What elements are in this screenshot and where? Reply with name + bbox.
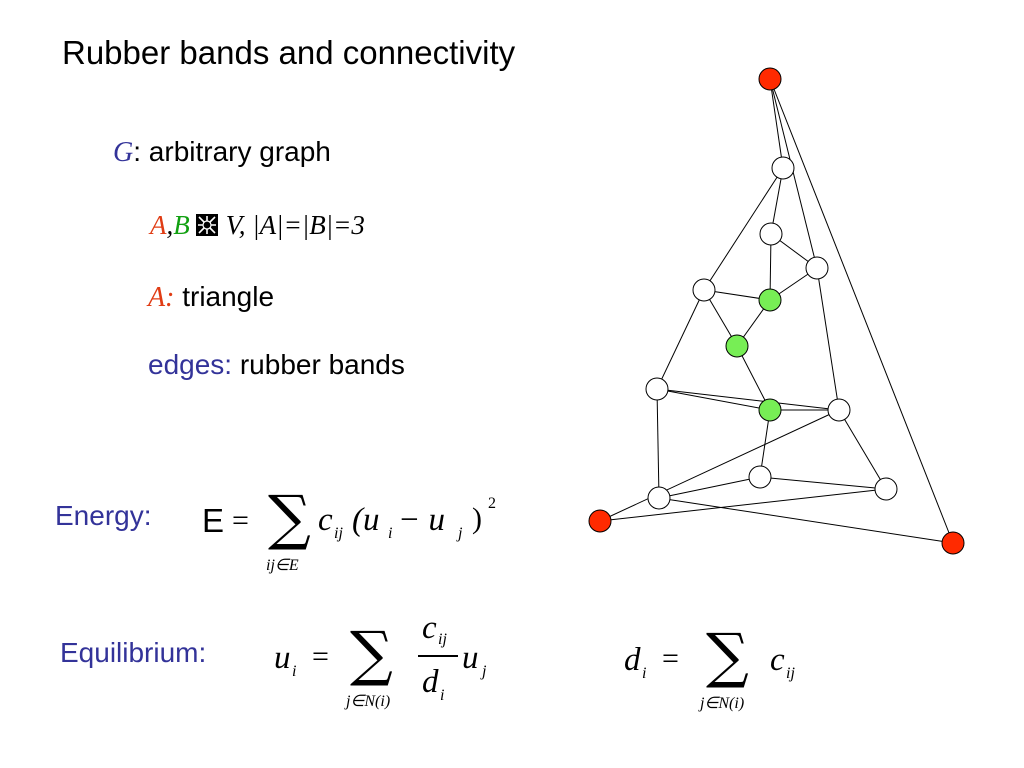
energy-exponent: 2 — [488, 495, 496, 512]
energy-equals: = — [232, 504, 249, 537]
graph-edge — [599, 409, 840, 522]
degree-c: c — [770, 642, 785, 678]
equil-u-sub: i — [292, 663, 297, 680]
energy-sigma: ∑ — [268, 483, 311, 553]
equilibrium-label: Equilibrium: — [60, 637, 207, 668]
graph-node-left — [588, 509, 612, 533]
degree-formula: d i = ∑ j∈N(i) c ij — [620, 626, 820, 721]
graph-edge — [769, 78, 818, 269]
subset-symbol-icon — [195, 214, 218, 236]
graph-node-n3 — [692, 278, 716, 302]
equilibrium-formula: u i = ∑ j∈N(i) c ij d i u j — [270, 608, 520, 718]
degree-c-sub: ij — [786, 665, 795, 682]
a-triangle-line: A: triangle — [148, 281, 274, 314]
graph-node-n8 — [874, 477, 898, 501]
graph-node-n4 — [805, 256, 829, 280]
equil-u2-sub: j — [482, 663, 487, 680]
a-label: A: — [148, 282, 175, 313]
graph-edge — [656, 388, 840, 411]
graph-node-n1 — [771, 156, 795, 180]
graph-edges — [599, 78, 954, 544]
graph-edge — [658, 476, 761, 499]
energy-u2-sub: j — [458, 525, 463, 542]
equil-numerator: c — [422, 610, 437, 646]
energy-c-sub: ij — [334, 525, 343, 542]
energy-lparen-u: (u — [352, 502, 380, 538]
set-a-variable: A — [150, 210, 167, 240]
graph-nodes — [588, 67, 965, 555]
graph-edge — [599, 488, 887, 522]
edges-label: edges: — [148, 349, 233, 380]
equil-equals: = — [312, 640, 329, 673]
degree-sum-index: j∈N(i) — [700, 695, 745, 712]
graph-edge — [656, 388, 771, 411]
comma-separator: , — [166, 210, 174, 240]
edges-description: rubber bands — [232, 349, 405, 380]
equil-sum-index: j∈N(i) — [346, 693, 391, 710]
equil-u2: u — [462, 640, 479, 676]
ab-subset-line: A,B V, |A|=|B|=3 — [150, 210, 365, 241]
degree-d-sub: i — [642, 665, 647, 682]
graph-node-n6 — [645, 377, 669, 401]
equil-numerator-sub: ij — [438, 631, 447, 648]
graph-node-n5 — [827, 398, 851, 422]
graph-node-right — [941, 531, 965, 555]
equil-sigma: ∑ — [350, 619, 393, 689]
graph-edge — [656, 388, 660, 499]
equil-u: u — [274, 640, 291, 676]
graph-node-g3 — [758, 398, 782, 422]
equil-denominator-sub: i — [440, 687, 445, 704]
graph-definition-text: : arbitrary graph — [133, 136, 331, 167]
slide-title: Rubber bands and connectivity — [62, 34, 516, 71]
graph-edge — [656, 289, 705, 390]
graph-node-n2 — [759, 222, 783, 246]
set-size-expression: V, |A|=|B|=3 — [225, 210, 365, 240]
energy-label: Energy: — [55, 500, 152, 531]
graph-edge — [658, 497, 954, 544]
graph-node-g1 — [758, 288, 782, 312]
graph-node-g2 — [725, 334, 749, 358]
energy-rparen: ) — [472, 502, 482, 535]
graph-edge — [769, 78, 954, 544]
graph-edge — [736, 345, 771, 411]
fraction-bar — [418, 655, 458, 657]
a-description: triangle — [174, 281, 275, 312]
graph-edge — [816, 267, 840, 411]
graph-edge — [703, 167, 784, 291]
energy-formula: E = ∑ ij∈E c ij (u i − u j ) 2 — [200, 486, 520, 581]
energy-sum-index: ij∈E — [266, 557, 299, 574]
degree-d: d — [624, 642, 641, 678]
energy-c: c — [318, 502, 333, 538]
energy-u-sub: i — [388, 525, 393, 542]
graph-node-top — [758, 67, 782, 91]
degree-equals: = — [662, 642, 679, 675]
graph-variable: G — [113, 137, 134, 168]
edges-line: edges: rubber bands — [148, 349, 405, 381]
energy-symbol: E — [202, 502, 225, 539]
graph-edge — [838, 409, 887, 490]
energy-minus-u: − u — [398, 502, 446, 538]
degree-sigma: ∑ — [706, 621, 749, 691]
graph-edge — [769, 78, 784, 169]
set-b-variable: B — [173, 210, 190, 240]
graph-definition-line: G: arbitrary graph — [113, 136, 331, 169]
graph-node-n9 — [647, 486, 671, 510]
graph-edge — [759, 476, 887, 490]
graph-node-n7 — [748, 465, 772, 489]
equil-denominator: d — [422, 664, 439, 700]
